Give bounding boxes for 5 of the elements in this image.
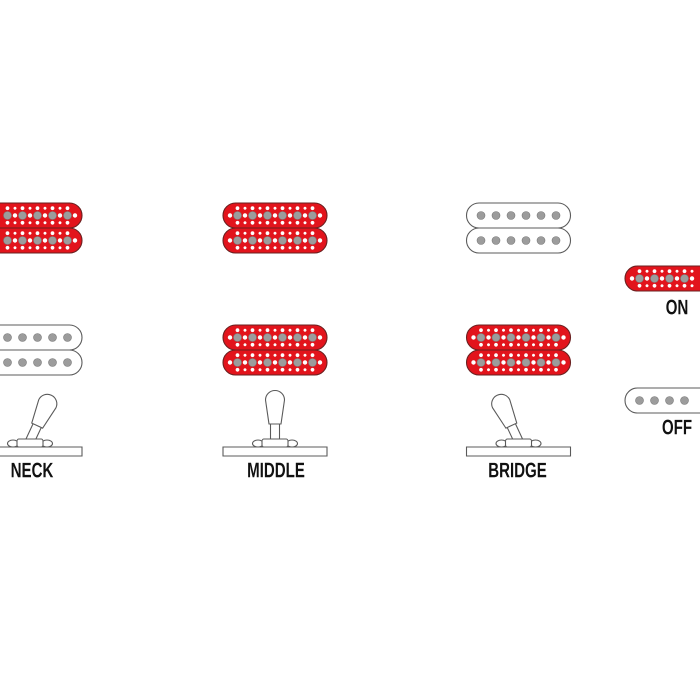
legend-label: OFF bbox=[662, 420, 692, 434]
position-label: BRIDGE bbox=[489, 462, 546, 478]
legend-label: ON bbox=[666, 300, 688, 314]
position-label: NECK bbox=[12, 462, 54, 478]
position-label: MIDDLE bbox=[248, 462, 304, 478]
